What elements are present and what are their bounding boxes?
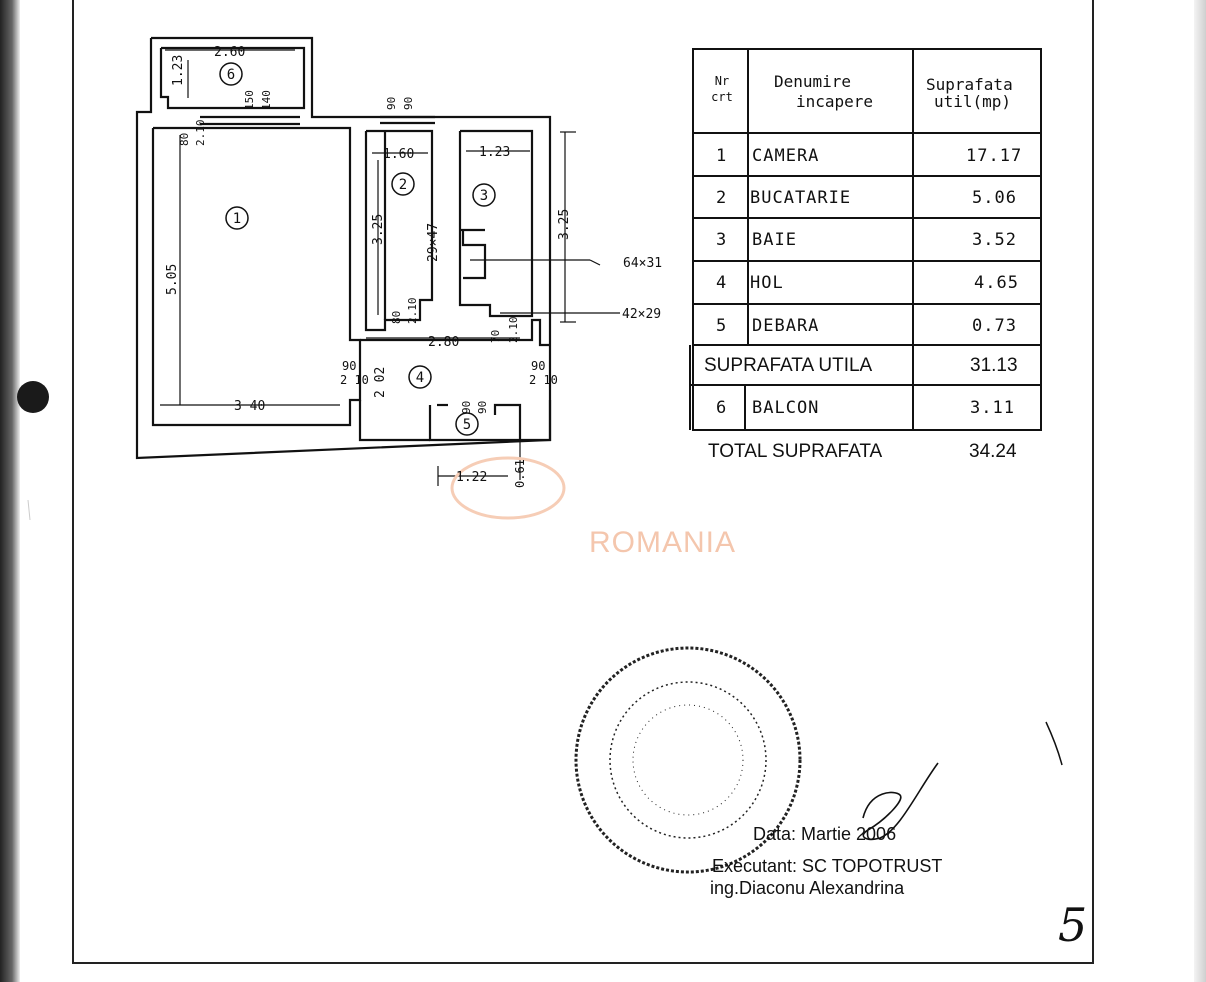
table-row: 5 DEBARA 0.73 xyxy=(716,316,1017,336)
dim-label: 2.10 xyxy=(406,298,419,325)
room-5-outline xyxy=(428,403,522,442)
dim-label: 1.23 xyxy=(171,55,186,86)
date-text: Data: Martie 2006 xyxy=(753,824,897,844)
dim-label: 80 xyxy=(390,311,403,324)
dim-label: 2.10 xyxy=(507,317,520,344)
dim-label: 2.80 xyxy=(428,335,459,350)
dim-label: 90 xyxy=(402,97,415,110)
room-3-outline xyxy=(458,129,534,318)
table-header-area: Suprafata util(mp) xyxy=(926,75,1013,111)
watermark: ROMANIA xyxy=(589,526,737,559)
scan-left-edge xyxy=(0,0,20,982)
page-number: 5 xyxy=(1058,898,1088,952)
room-number-5: 5 xyxy=(463,417,471,433)
room-1-outline xyxy=(151,126,362,427)
room-number-1: 1 xyxy=(233,211,241,227)
dim-label: 70 xyxy=(489,330,502,343)
dim-label: 1.22 xyxy=(456,470,487,485)
dim-label: 64×31 xyxy=(623,256,662,271)
watermark-oval xyxy=(450,456,566,520)
table-row: 2 BUCATARIE 5.06 xyxy=(716,188,1017,208)
dim-label: 80 xyxy=(178,133,191,146)
dim-label: 1.60 xyxy=(383,147,414,162)
room-number-6: 6 xyxy=(227,67,235,83)
total-label: TOTAL SUPRAFATA xyxy=(708,441,883,462)
executant-text: Executant: SC TOPOTRUST xyxy=(712,856,943,876)
dim-label: 2 02 xyxy=(373,367,388,398)
table-subtotal-row: SUPRAFATA UTILA 31.13 xyxy=(704,355,1018,376)
room-2-outline xyxy=(364,129,434,332)
dim-label: 150 xyxy=(243,90,256,110)
punch-hole xyxy=(17,381,49,413)
dim-label: 90 xyxy=(531,359,545,373)
dim-label: 5.05 xyxy=(165,264,180,295)
dim-label: 2 10 xyxy=(529,373,558,387)
dim-label: 3.25 xyxy=(371,214,386,245)
room-number-4: 4 xyxy=(416,370,424,386)
dim-label: 0.61 xyxy=(513,459,527,488)
table-header-nr: Nr crt xyxy=(711,74,733,104)
dim-label: 2.10 xyxy=(194,120,207,147)
table-row: 4 HOL 4.65 xyxy=(716,273,1019,293)
dim-label: 3.25 xyxy=(557,209,572,240)
dim-label: 2 10 xyxy=(340,373,369,387)
table-header-name: Denumire incapere xyxy=(774,72,874,111)
dim-label: 90 xyxy=(460,401,473,414)
signature xyxy=(862,762,939,841)
table-row: 3 BAIE 3.52 xyxy=(716,230,1017,250)
scan-right-edge xyxy=(1194,0,1206,982)
dim-label: 140 xyxy=(260,90,273,110)
document-page xyxy=(72,0,1094,964)
room-number-3: 3 xyxy=(480,188,488,204)
dim-label: 90 xyxy=(385,97,398,110)
dim-label: 42×29 xyxy=(622,307,661,322)
engineer-text: ing.Diaconu Alexandrina xyxy=(710,878,905,898)
dim-label: 2.60 xyxy=(214,45,245,60)
dim-label: 3 40 xyxy=(234,399,265,414)
dim-label: 29×47 xyxy=(426,223,441,262)
area-table: Nr crt Denumire incapere Suprafata util(… xyxy=(690,48,1041,431)
outer-wall xyxy=(135,36,552,460)
room-4-outline xyxy=(360,318,550,347)
total-area: 34.24 xyxy=(969,441,1017,462)
table-balcony-row: 6 BALCON 3.11 xyxy=(716,398,1015,418)
dim-label: 90 xyxy=(476,401,489,414)
dim-label: 90 xyxy=(342,359,356,373)
table-row: 1 CAMERA 17.17 xyxy=(716,146,1023,166)
dim-label: 1.23 xyxy=(479,145,510,160)
room-number-2: 2 xyxy=(399,177,407,193)
official-stamp xyxy=(574,646,802,874)
